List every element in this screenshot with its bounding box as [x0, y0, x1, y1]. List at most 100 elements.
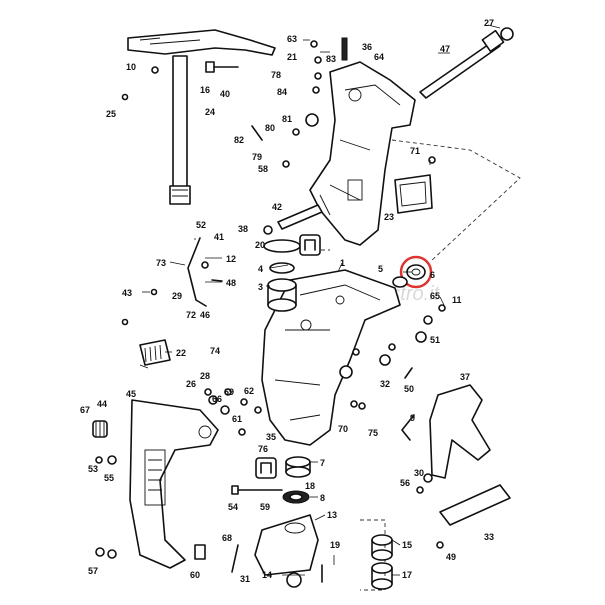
label-68: 68 [222, 533, 232, 543]
label-69: 69 [224, 387, 234, 397]
label-16: 16 [200, 85, 210, 95]
label-54: 54 [228, 502, 238, 512]
pin-48-part [211, 279, 223, 282]
label-24: 24 [205, 107, 215, 117]
label-20: 20 [255, 240, 265, 250]
part-labels: 1 3 4 5 6 7 8 9 10 11 12 13 14 15 16 17 … [80, 18, 494, 584]
label-14: 14 [262, 570, 272, 580]
label-33: 33 [484, 532, 494, 542]
label-49: 49 [446, 552, 456, 562]
label-7: 7 [320, 458, 325, 468]
label-23: 23 [384, 212, 394, 222]
tilt-lever-part [429, 384, 491, 479]
label-38: 38 [238, 224, 248, 234]
label-35: 35 [266, 432, 276, 442]
label-44: 44 [97, 399, 107, 409]
label-65: 65 [430, 291, 440, 301]
bushing-part [267, 278, 297, 312]
bar-part [439, 484, 511, 526]
label-27: 27 [484, 18, 494, 28]
label-58: 58 [258, 164, 268, 174]
pad-part [139, 339, 171, 366]
bolt-part [231, 485, 283, 495]
label-76: 76 [258, 444, 268, 454]
bracket-part [254, 514, 319, 576]
label-51: 51 [430, 335, 440, 345]
highlight-circle [399, 255, 433, 289]
label-67: 67 [80, 405, 90, 415]
label-74: 74 [210, 346, 220, 356]
clamp-screw-part [129, 399, 219, 569]
label-30: 30 [414, 468, 424, 478]
label-70: 70 [338, 424, 348, 434]
label-50: 50 [404, 384, 414, 394]
steering-arm-part [127, 29, 276, 205]
label-17: 17 [402, 570, 412, 580]
label-40: 40 [220, 89, 230, 99]
label-12: 12 [226, 254, 236, 264]
sleeve-part [371, 534, 393, 590]
knob-part [92, 420, 108, 438]
label-8: 8 [320, 493, 325, 503]
label-60: 60 [190, 570, 200, 580]
label-79: 79 [252, 152, 262, 162]
label-4: 4 [258, 264, 263, 274]
label-47: 47 [440, 44, 450, 54]
leader-lines [139, 24, 501, 576]
label-46: 46 [200, 310, 210, 320]
label-73: 73 [156, 258, 166, 268]
bushing-small-part [392, 276, 408, 288]
pin-36-part [341, 37, 348, 61]
clamp-bracket-part [261, 269, 401, 446]
label-84: 84 [277, 87, 287, 97]
label-72: 72 [186, 310, 196, 320]
label-45: 45 [126, 389, 136, 399]
label-57: 57 [88, 566, 98, 576]
label-26: 26 [186, 379, 196, 389]
label-53: 53 [88, 464, 98, 474]
label-63: 63 [287, 34, 297, 44]
label-29: 29 [172, 291, 182, 301]
ring-part [282, 456, 311, 504]
label-28: 28 [200, 371, 210, 381]
label-15: 15 [402, 540, 412, 550]
label-21: 21 [287, 52, 297, 62]
label-64: 64 [374, 52, 384, 62]
label-32: 32 [380, 379, 390, 389]
label-48: 48 [226, 278, 236, 288]
small-parts [95, 27, 514, 588]
swivel-bracket-part [309, 61, 416, 246]
plate-part [394, 174, 433, 214]
label-43: 43 [122, 288, 132, 298]
label-13: 13 [327, 510, 337, 520]
label-41: 41 [214, 232, 224, 242]
label-75: 75 [368, 428, 378, 438]
label-1: 1 [340, 258, 345, 268]
label-6: 6 [430, 270, 435, 280]
label-56: 56 [400, 478, 410, 488]
label-83: 83 [326, 54, 336, 64]
pin-part [277, 204, 323, 230]
label-9: 9 [410, 413, 415, 423]
label-80: 80 [265, 123, 275, 133]
seal-part [269, 262, 295, 274]
label-18: 18 [305, 481, 315, 491]
label-5: 5 [378, 264, 383, 274]
label-62: 62 [244, 386, 254, 396]
label-78: 78 [271, 70, 281, 80]
label-71: 71 [410, 146, 420, 156]
label-10: 10 [126, 62, 136, 72]
highlighted-washer-part [399, 255, 433, 289]
tilt-tube-part [419, 29, 505, 99]
label-11: 11 [452, 295, 462, 305]
washer-part [263, 239, 301, 253]
label-3: 3 [258, 282, 263, 292]
label-19: 19 [330, 540, 340, 550]
label-37: 37 [460, 372, 470, 382]
seal-icon-part [299, 234, 321, 256]
label-25: 25 [106, 109, 116, 119]
label-36: 36 [362, 42, 372, 52]
label-81: 81 [282, 114, 292, 124]
label-31: 31 [240, 574, 250, 584]
